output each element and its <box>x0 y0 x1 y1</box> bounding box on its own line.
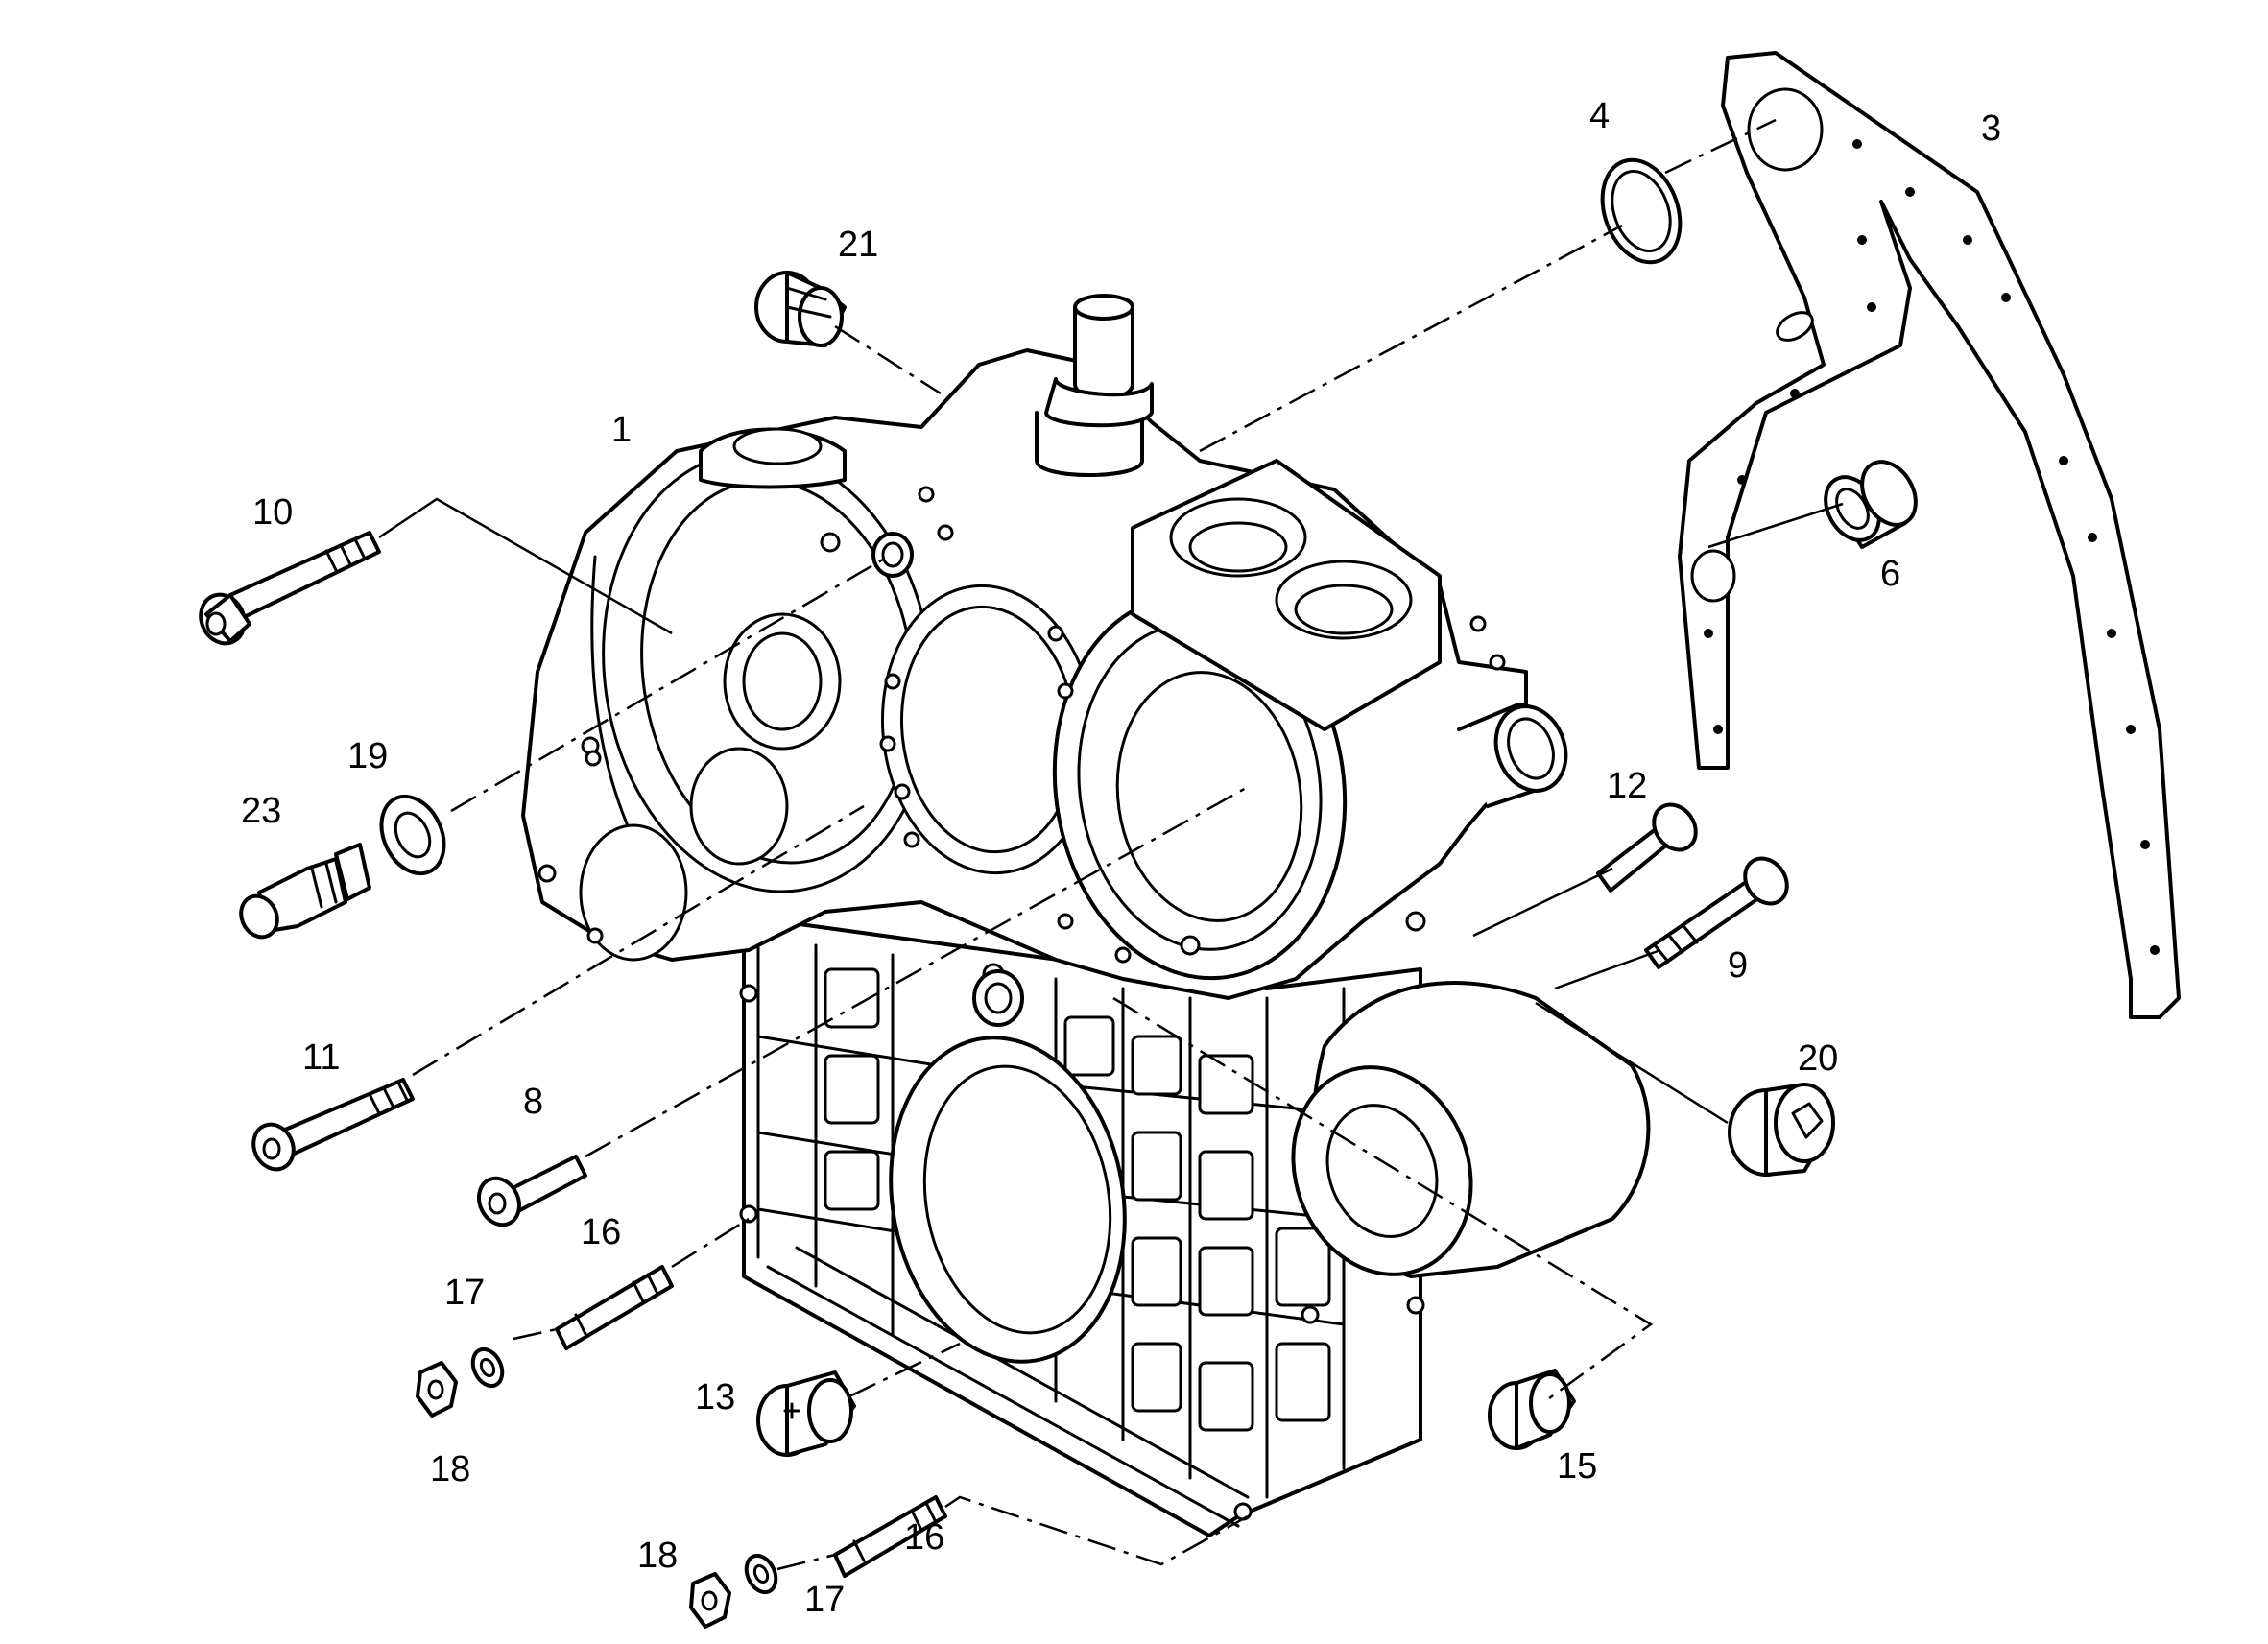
bolt-part-8 <box>477 1155 587 1227</box>
callout-19: 19 <box>347 736 388 776</box>
callout-3: 3 <box>1981 108 2001 149</box>
plug-part-13 <box>756 1370 856 1457</box>
washer-part-19 <box>379 794 446 876</box>
callout-4: 4 <box>1589 96 1610 136</box>
nut-part-18-lower <box>689 1572 731 1629</box>
washer-part-17-upper <box>470 1346 505 1389</box>
callout-15: 15 <box>1557 1446 1597 1487</box>
bolt-part-10 <box>199 531 381 646</box>
stud-part-16-lower <box>833 1495 947 1578</box>
bolt-part-9 <box>1644 856 1789 969</box>
callout-16-lower: 16 <box>904 1517 944 1558</box>
callout-13: 13 <box>695 1377 735 1418</box>
callout-18-upper: 18 <box>430 1449 470 1489</box>
callout-18-lower: 18 <box>637 1536 678 1576</box>
callout-21: 21 <box>838 225 878 265</box>
callout-20: 20 <box>1798 1038 1838 1079</box>
callout-23: 23 <box>241 791 281 831</box>
callout-9: 9 <box>1728 945 1748 986</box>
plug-part-20 <box>1728 1083 1835 1177</box>
nut-part-18-upper <box>416 1361 458 1418</box>
plug-part-15 <box>1488 1369 1576 1450</box>
callout-16-upper: 16 <box>581 1212 621 1252</box>
callout-11: 11 <box>302 1037 340 1078</box>
o-ring-part-4 <box>1600 157 1683 265</box>
callout-12: 12 <box>1607 766 1647 806</box>
washer-part-17-lower <box>744 1553 778 1595</box>
stud-part-16-upper <box>555 1265 674 1350</box>
bushing-part-6 <box>1824 460 1918 549</box>
bolt-part-11 <box>251 1078 415 1172</box>
gasket-part-3 <box>1678 51 2181 1019</box>
timing-case-housing <box>521 294 1651 1537</box>
callout-8: 8 <box>523 1082 543 1122</box>
bolt-part-12 <box>1596 802 1698 893</box>
leader-lines <box>378 118 1844 1571</box>
callout-17-lower: 17 <box>804 1580 845 1620</box>
callout-10: 10 <box>252 492 293 533</box>
callout-1: 1 <box>611 410 632 450</box>
plug-part-21 <box>754 271 847 347</box>
callout-labels: 1 3 4 6 8 9 10 11 12 13 15 16 16 17 17 1… <box>241 96 2001 1620</box>
callout-6: 6 <box>1880 554 1900 594</box>
callout-17-upper: 17 <box>444 1273 485 1313</box>
sensor-part-23 <box>239 843 371 940</box>
